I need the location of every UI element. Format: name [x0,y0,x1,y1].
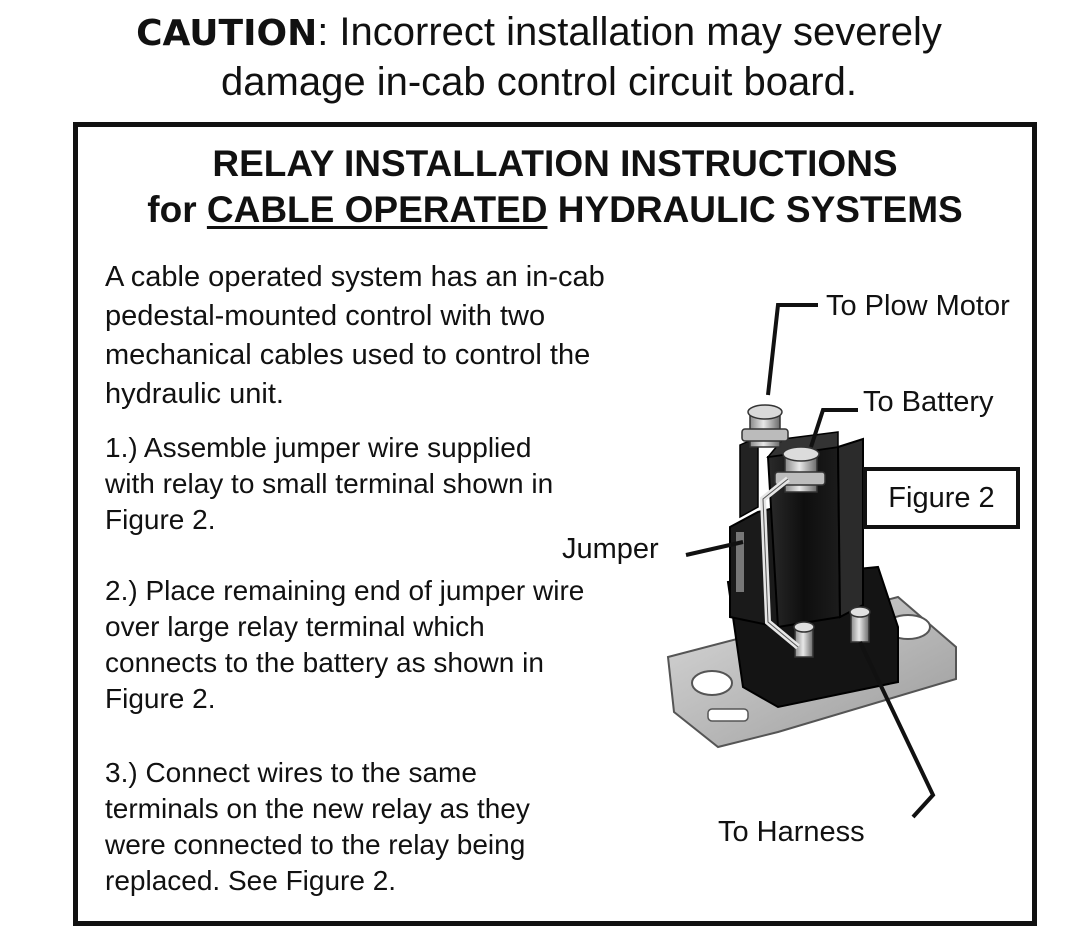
caution-banner: CAUTION: Incorrect installation may seve… [0,8,1078,106]
plow-motor-leader [766,303,818,396]
caution-message-1: : Incorrect installation may severely [317,10,942,54]
instructions-title: RELAY INSTALLATION INSTRUCTIONS for CABL… [78,141,1032,233]
title-line-1: RELAY INSTALLATION INSTRUCTIONS [212,143,898,184]
label-to-battery: To Battery [863,386,994,418]
step-3: 3.) Connect wires to the same terminals … [105,757,530,896]
title-underlined: CABLE OPERATED [206,189,548,230]
battery-leader [809,408,858,448]
title-line-2: for CABLE OPERATED HYDRAULIC SYSTEMS [78,187,1032,233]
intro-paragraph: A cable operated system has an in-cab pe… [105,261,605,410]
harness-leader [858,641,936,819]
title-suffix: HYDRAULIC SYSTEMS [547,189,963,230]
plow-motor-terminal [741,404,789,448]
label-to-plow-motor: To Plow Motor [826,290,1010,322]
caution-label: CAUTION [136,13,318,54]
figure-caption: Figure 2 [863,467,1020,529]
step-2: 2.) Place remaining end of jumper wire o… [105,575,585,714]
jumper-wire-outline [762,478,799,648]
figure-caption-text: Figure 2 [888,481,995,514]
caution-line-1: CAUTION: Incorrect installation may seve… [0,8,1078,58]
jumper-leader [685,540,744,557]
instructions-panel: RELAY INSTALLATION INSTRUCTIONS for CABL… [73,122,1037,926]
small-terminals [793,606,871,658]
step-1: 1.) Assemble jumper wire supplied with r… [105,432,554,535]
label-jumper: Jumper [562,533,659,565]
title-prefix: for [147,189,207,230]
label-to-harness: To Harness [718,816,865,848]
relay-figure [666,303,957,819]
battery-terminal [774,446,826,493]
caution-message-2: damage in-cab control circuit board. [221,60,857,104]
